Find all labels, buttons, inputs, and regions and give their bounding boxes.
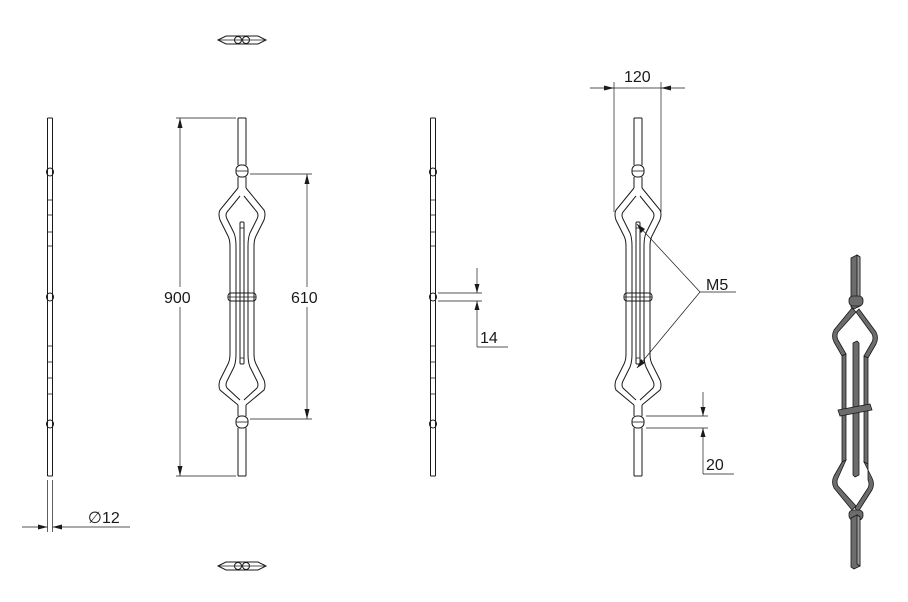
collar-spacing-label: 14 (480, 330, 498, 347)
svg-text:∅12: ∅12 (88, 510, 120, 527)
bottom-plan-view (217, 561, 267, 571)
diameter-dimension: ∅12 (22, 480, 130, 532)
collar-spacing-dimension: 14 (438, 268, 508, 348)
diameter-value: 12 (102, 510, 120, 527)
collar-length-label: 20 (706, 457, 724, 474)
right-front-view (614, 117, 662, 477)
height-label: 900 (164, 290, 191, 307)
left-side-view (46, 117, 54, 477)
front-view (218, 117, 266, 477)
diameter-symbol: ∅ (88, 510, 102, 527)
thread-callout: M5 (636, 223, 736, 369)
collar-length-dimension: 20 (646, 392, 734, 475)
thread-label: M5 (706, 277, 728, 294)
isometric-view (832, 254, 878, 570)
height-dimension: 900 (162, 117, 236, 477)
inner-height-label: 610 (291, 290, 318, 307)
middle-side-view (429, 117, 437, 477)
top-plan-view (217, 35, 267, 45)
width-label: 120 (624, 69, 651, 86)
width-dimension: 120 (590, 69, 685, 212)
inner-height-dimension: 610 (250, 173, 326, 420)
